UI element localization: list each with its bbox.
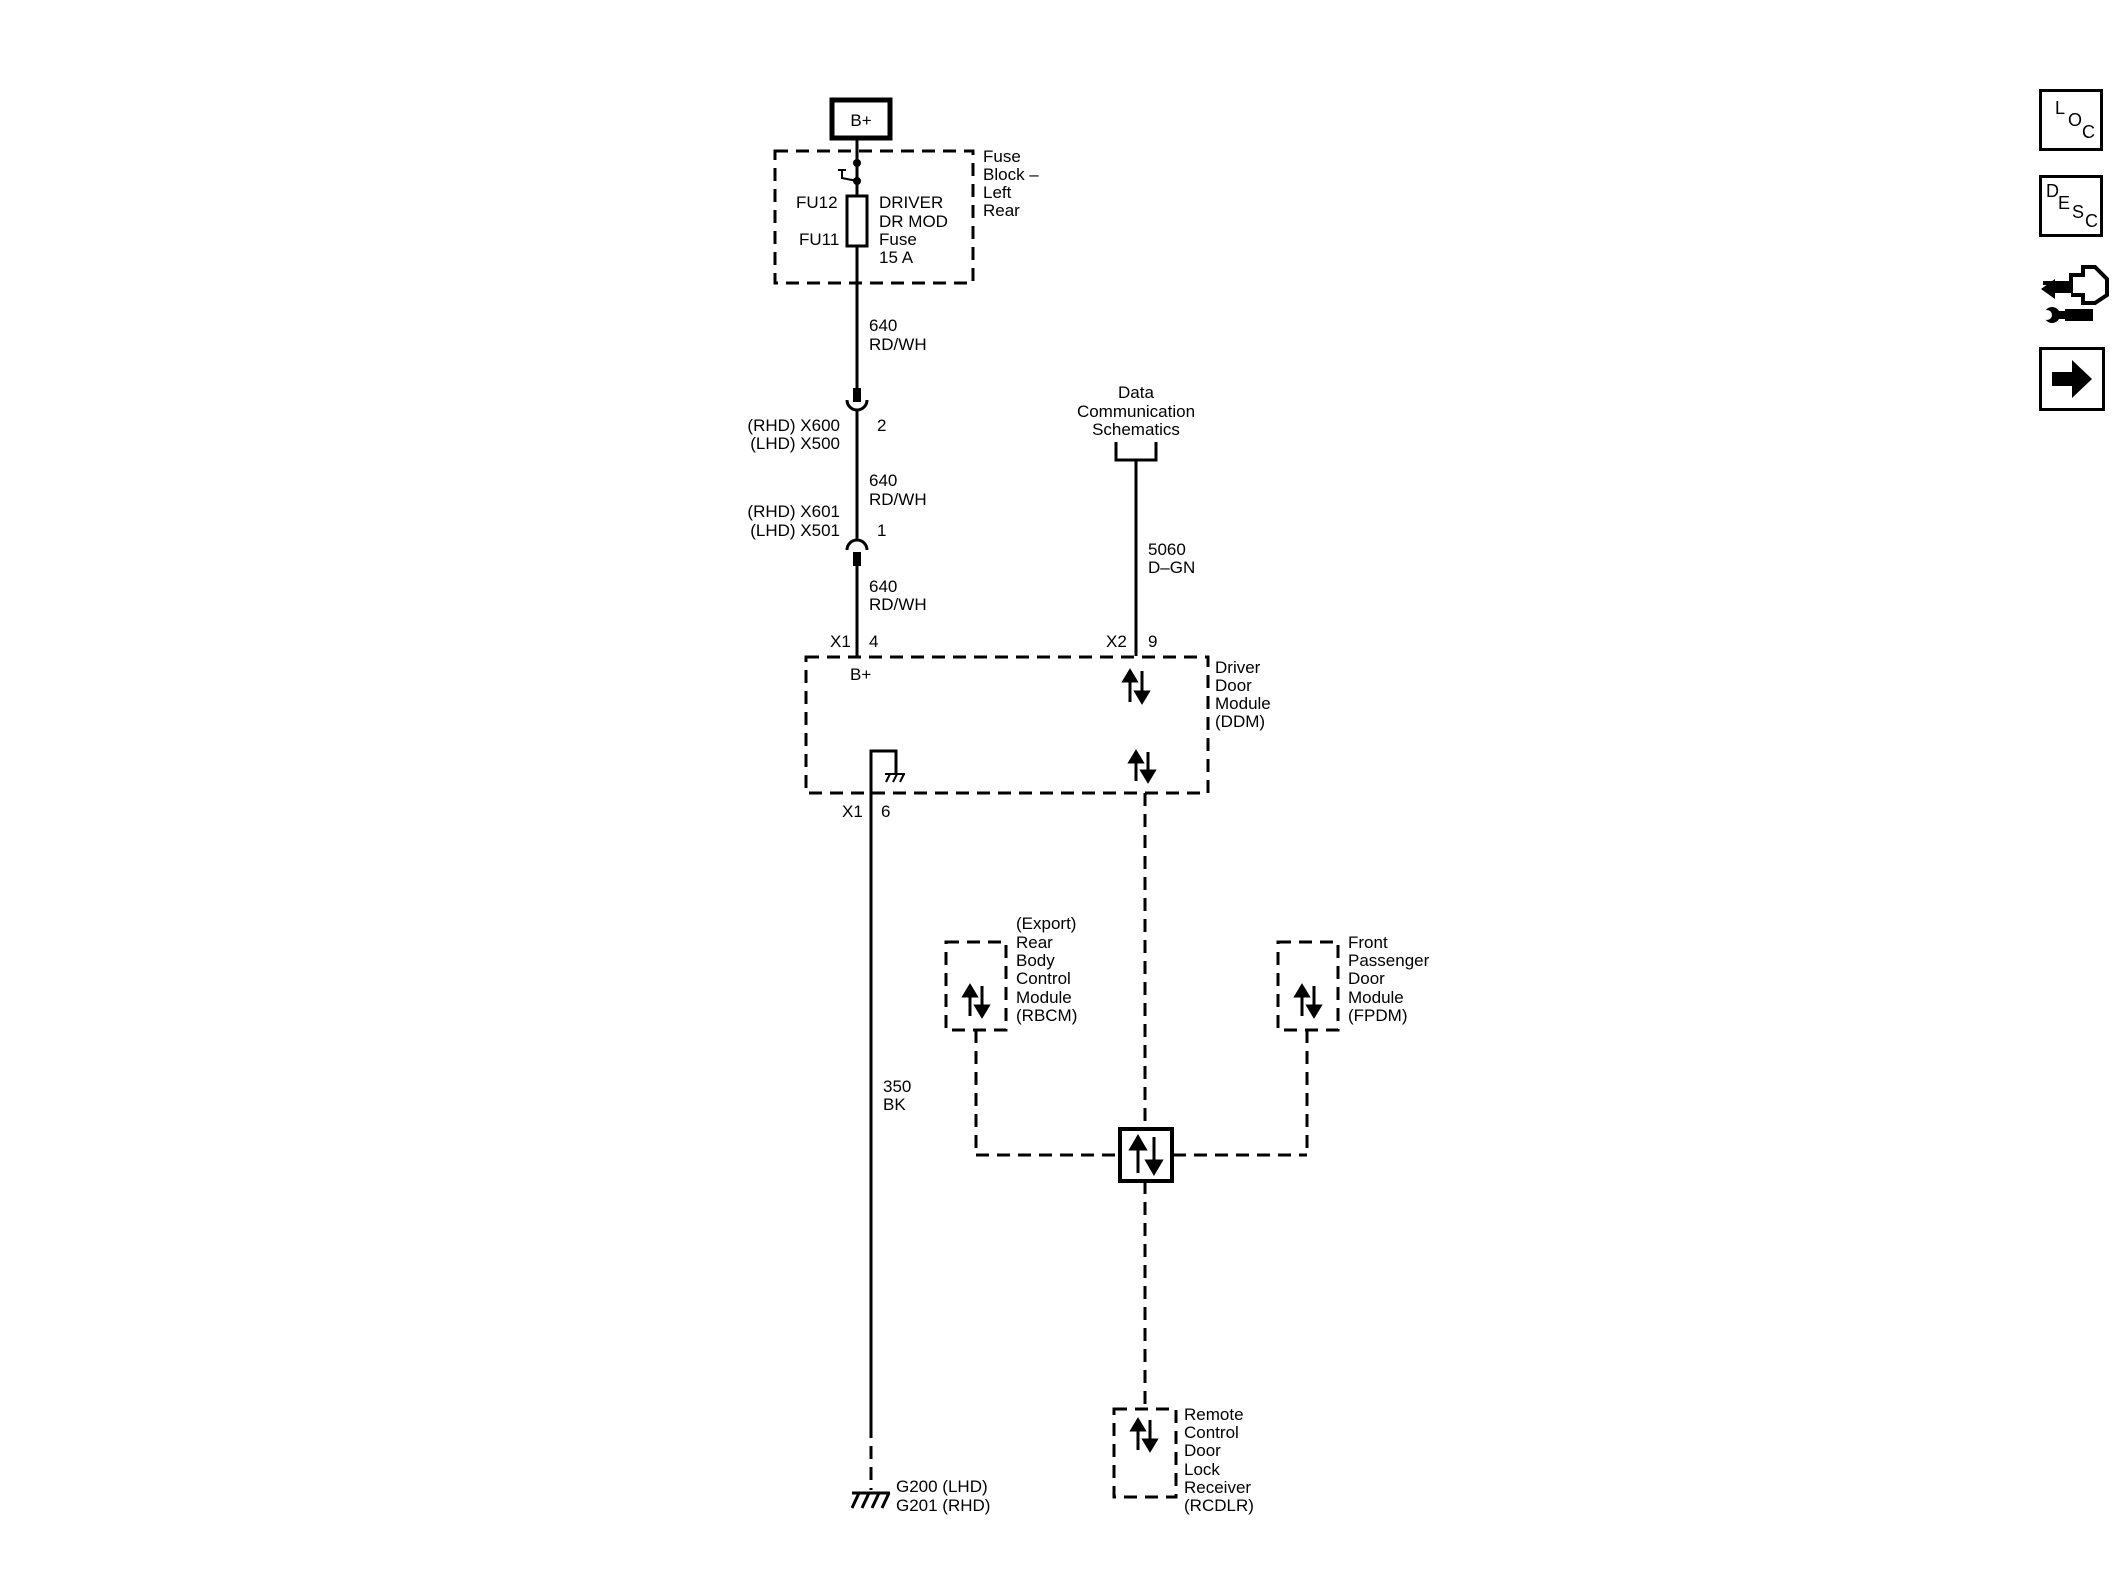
ground-g201-rhd: G201 (RHD) [896, 1496, 990, 1515]
ddm-internal-ground [869, 749, 898, 793]
ddm-b-plus: B+ [850, 665, 871, 684]
fuse-label-line2: DR MOD [879, 212, 948, 231]
wire-350-circuit: 350 [883, 1077, 911, 1096]
ddm-bottom-pin: 6 [881, 802, 890, 821]
rbcm-line5: Module [1016, 988, 1072, 1007]
ddm-x2-connector: X2 [1106, 632, 1127, 651]
loc-letter-o: O [2068, 110, 2083, 130]
wire-640-circuit-2: 640 [869, 471, 897, 490]
ddm-bottom-connector: X1 [842, 802, 863, 821]
fpdm-data-arrows [1293, 983, 1323, 1019]
rbcm-outline [944, 940, 1008, 1032]
loc-letter-c: C [2082, 122, 2095, 142]
data-bus-splice-arrows [1128, 1134, 1164, 1176]
connector-x601-rhd: (RHD) X601 [747, 502, 840, 521]
connector-repair-icon [2041, 265, 2109, 323]
connector-x600-pin: 2 [877, 416, 886, 435]
rcdlr-line2: Control [1184, 1423, 1239, 1442]
battery-source-label: B+ [850, 111, 871, 130]
battery-source-box [829, 97, 893, 141]
ddm-x1-pin: 4 [869, 632, 878, 651]
desc-letter-e: E [2058, 193, 2071, 213]
fuse-block-name-line3: Left [983, 183, 1012, 202]
ddm-x2-pin: 9 [1148, 632, 1157, 651]
fuse-block-name-line2: Block – [983, 165, 1039, 184]
wire-640-color-1: RD/WH [869, 335, 927, 354]
fuse-block-name-line1: Fuse [983, 147, 1021, 166]
ddm-data-arrows-top [1121, 668, 1151, 705]
fpdm-line1: Front [1348, 933, 1388, 952]
next-arrow-icon [2052, 360, 2092, 398]
ddm-name-line1: Driver [1215, 658, 1261, 677]
connector-x601-lhd: (LHD) X501 [750, 521, 840, 540]
wire-350-color: BK [883, 1095, 906, 1114]
connector-x601-pin: 1 [877, 521, 886, 540]
fuse-id-fu11: FU11 [799, 230, 839, 249]
fuse-block-name-line4: Rear [983, 201, 1020, 220]
connector-x600-lhd: (LHD) X500 [750, 434, 840, 453]
wire-5060-color: D–GN [1148, 558, 1195, 577]
ddm-name-line2: Door [1215, 676, 1252, 695]
rbcm-line4: Control [1016, 969, 1071, 988]
rcdlr-line4: Lock [1184, 1460, 1220, 1479]
next-button[interactable] [2039, 347, 2105, 411]
ground-g200-lhd: G200 (LHD) [896, 1477, 988, 1496]
rcdlr-data-arrows [1129, 1417, 1159, 1453]
fuse-symbol [845, 194, 869, 248]
rbcm-line2: Rear [1016, 933, 1053, 952]
fuse-label-line1: DRIVER [879, 193, 943, 212]
wire-640-circuit-3: 640 [869, 577, 897, 596]
connector-repair-button[interactable] [2037, 253, 2109, 331]
fpdm-line5: (FPDM) [1348, 1006, 1407, 1025]
desc-letter-s: S [2072, 202, 2085, 222]
rcdlr-line6: (RCDLR) [1184, 1496, 1254, 1515]
rbcm-line1: (Export) [1016, 914, 1076, 933]
ddm-outline [804, 655, 1210, 795]
desc-letter-c: C [2085, 211, 2098, 231]
chassis-ground-symbol [850, 1491, 891, 1509]
rbcm-line6: (RBCM) [1016, 1006, 1077, 1025]
ddm-data-arrows-bottom [1127, 749, 1157, 784]
data-comm-bracket [1114, 442, 1158, 462]
data-comm-line1: Data [1118, 383, 1154, 402]
wire-640-color-3: RD/WH [869, 595, 927, 614]
wire-640-circuit-1: 640 [869, 316, 897, 335]
data-comm-line3: Schematics [1092, 420, 1180, 439]
fuse-id-fu12: FU12 [796, 193, 838, 212]
rbcm-data-arrows [961, 983, 991, 1019]
rcdlr-line5: Receiver [1184, 1478, 1251, 1497]
fpdm-outline [1276, 940, 1340, 1032]
rbcm-line3: Body [1016, 951, 1055, 970]
desc-letter-d: D [2046, 181, 2059, 201]
fuse-block-outline [773, 149, 975, 285]
connector-x601-symbol [845, 538, 869, 551]
desc-button[interactable]: D E S C [2039, 175, 2103, 237]
fpdm-line4: Module [1348, 988, 1404, 1007]
data-bus-splice [1118, 1127, 1174, 1183]
loc-letter-l: L [2055, 98, 2066, 118]
wire-5060-circuit: 5060 [1148, 540, 1186, 559]
rcdlr-outline [1112, 1407, 1178, 1499]
ddm-name-line3: Module [1215, 694, 1271, 713]
fpdm-line2: Passenger [1348, 951, 1430, 970]
fpdm-line3: Door [1348, 969, 1385, 988]
ddm-ground-symbol [885, 773, 905, 783]
ddm-x1-connector: X1 [830, 632, 851, 651]
fuse-label-line4: 15 A [879, 248, 914, 267]
data-comm-line2: Communication [1077, 402, 1195, 421]
rcdlr-line1: Remote [1184, 1405, 1244, 1424]
fuse-label-line3: Fuse [879, 230, 917, 249]
loc-button[interactable]: L O C [2039, 89, 2103, 151]
wire-640-color-2: RD/WH [869, 490, 927, 509]
ddm-name-line4: (DDM) [1215, 712, 1265, 731]
rcdlr-line3: Door [1184, 1441, 1221, 1460]
connector-x600-rhd: (RHD) X600 [747, 416, 840, 435]
